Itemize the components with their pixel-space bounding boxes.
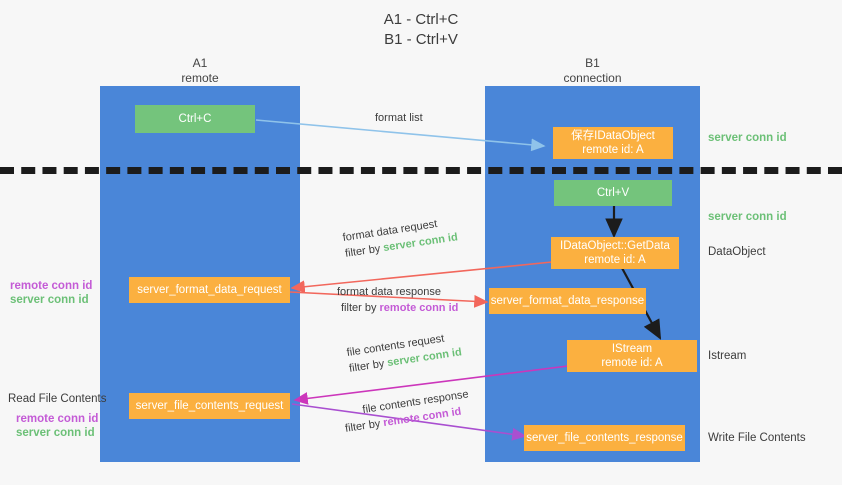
arrow-label-format-data-response-line1: format data response [337,286,441,298]
box-ctrl-c[interactable]: Ctrl+C [135,105,255,133]
label-remote-conn-id-1: remote conn id [10,280,93,292]
label-istream: Istream [708,350,747,362]
column-header-a1: A1 remote [181,56,219,85]
page-title: A1 - Ctrl+C B1 - Ctrl+V [383,11,459,48]
arrow-label-format-list: format list [375,112,423,124]
label-server-conn-id-2: server conn id [16,427,95,439]
box-ctrl-v[interactable]: Ctrl+V [554,180,672,206]
box-istream[interactable]: IStream remote id: A [567,340,697,372]
dashed-separator [0,167,842,174]
filter-prefix: filter by [341,302,380,314]
label-read-file-contents: Read File Contents [8,393,107,405]
label-remote-conn-id-2: remote conn id [16,413,99,425]
arrow-label-file-contents-request: file contents request filter by server c… [346,328,463,376]
box-server-format-data-response[interactable]: server_format_data_response [489,288,646,314]
arrow-label-file-contents-response: file contents response filter by remote … [342,386,472,436]
box-getdata[interactable]: IDataObject::GetData remote id: A [551,237,679,269]
box-save-idataobject[interactable]: 保存IDataObject remote id: A [553,127,673,159]
filter-value-remote-conn-id: remote conn id [379,302,459,314]
filter-prefix: filter by [348,357,389,375]
label-server-conn-id-top: server conn id [708,132,787,144]
column-header-b1: B1 connection [563,56,622,85]
arrow-label-format-data-request: format data request filter by server con… [342,213,459,261]
label-server-conn-id-1: server conn id [10,294,89,306]
box-server-file-contents-response[interactable]: server_file_contents_response [524,425,685,451]
label-dataobject: DataObject [708,246,766,258]
arrow-label-format-data-response: format data response filter by remote co… [337,284,458,316]
label-write-file-contents: Write File Contents [708,432,806,444]
filter-prefix: filter by [344,242,385,260]
box-server-format-data-request[interactable]: server_format_data_request [129,277,290,303]
filter-prefix: filter by [344,417,385,435]
box-server-file-contents-request[interactable]: server_file_contents_request [129,393,290,419]
arrow-label-format-data-response-line2: filter by remote conn id [337,300,458,316]
label-server-conn-id-mid: server conn id [708,211,787,223]
